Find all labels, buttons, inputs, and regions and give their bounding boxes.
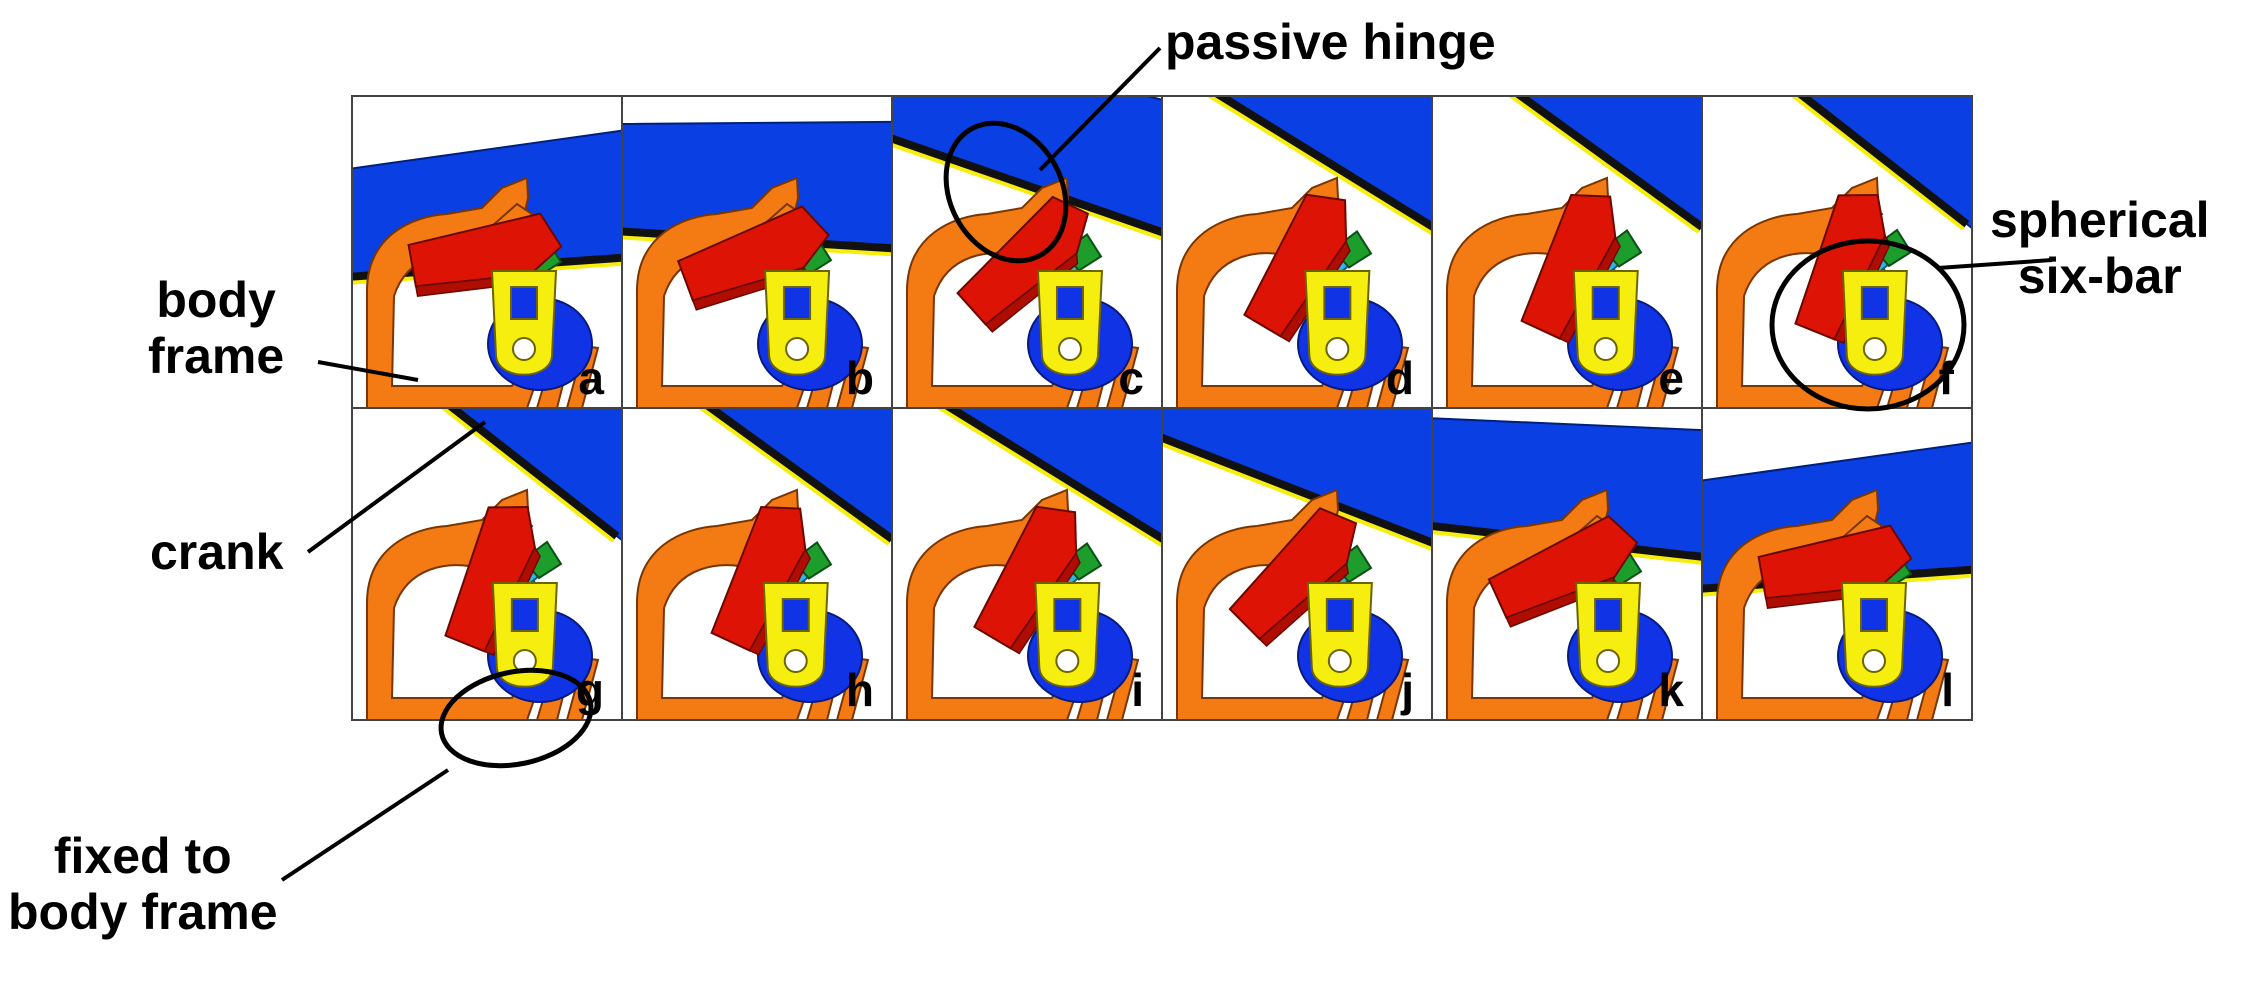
fixed-to-body-frame-ellipse [438,667,594,769]
panel-j: j [1161,407,1433,721]
label-fixed-to-body-frame: fixed to body frame [8,828,278,940]
passive-hinge-ellipse [943,120,1069,264]
panel-letter-a: a [578,352,604,404]
panel-border [1701,407,1973,721]
label-spherical-line2: six-bar [2017,248,2182,304]
yellow-link [1036,270,1104,376]
callouts [280,46,2053,882]
leader-passive-hinge [1038,46,1162,172]
panel-letter-k: k [1658,664,1684,716]
panel-letter-l: l [1941,664,1954,716]
leader-crank [306,420,487,554]
panel-d: d [1161,95,1433,409]
yellow-link [1572,270,1639,376]
yellow-link [1034,582,1101,688]
yellow-link [762,582,829,688]
leader-body-frame [317,360,419,382]
wing-plate [1432,96,1702,235]
panel-letter-b: b [846,352,874,404]
label-spherical-line1: spherical [1990,192,2210,248]
leader-spherical-six-bar [1937,258,2053,270]
label-crank: crank [150,524,284,580]
panel-g: g [351,407,623,721]
yellow-link [491,582,558,688]
label-spherical-six-bar: spherical six-bar [1990,192,2210,304]
panel-letter-e: e [1658,352,1684,404]
wing-plate [352,408,622,544]
spherical-six-bar-circle [1769,238,1967,412]
yellow-link [490,270,558,376]
leader-fixed-to-body-frame [280,768,450,882]
yellow-link [1306,582,1373,688]
label-body-frame: body frame [148,272,284,384]
wing-plate [1702,96,1972,232]
label-body-frame-line2: frame [148,328,285,384]
label-passive-hinge: passive hinge [1165,14,1496,70]
wing-plate [892,408,1162,552]
panel-letter-c: c [1118,352,1144,404]
panel-l: l [1701,407,1973,721]
yellow-link [1575,582,1642,688]
panel-letter-j: j [1400,664,1414,716]
panel-a: a [351,95,623,409]
label-fixed-line1: fixed to [53,828,232,884]
yellow-link [1841,270,1908,376]
panel-f: f [1701,95,1973,409]
panel-b: b [621,95,893,409]
panel-k: k [1431,407,1703,721]
yellow-link [764,270,831,376]
wing-plate [1162,96,1432,240]
wing-plate [1162,408,1432,563]
panel-h: h [621,407,893,721]
wing-plate [622,408,892,547]
panel-letter-i: i [1131,664,1144,716]
label-fixed-line2: body frame [8,884,278,940]
panel-letter-d: d [1386,352,1414,404]
panel-letter-h: h [846,664,874,716]
panel-i: i [891,407,1163,721]
yellow-link [1304,270,1371,376]
label-body-frame-line1: body [156,272,276,328]
yellow-link [1840,582,1908,688]
